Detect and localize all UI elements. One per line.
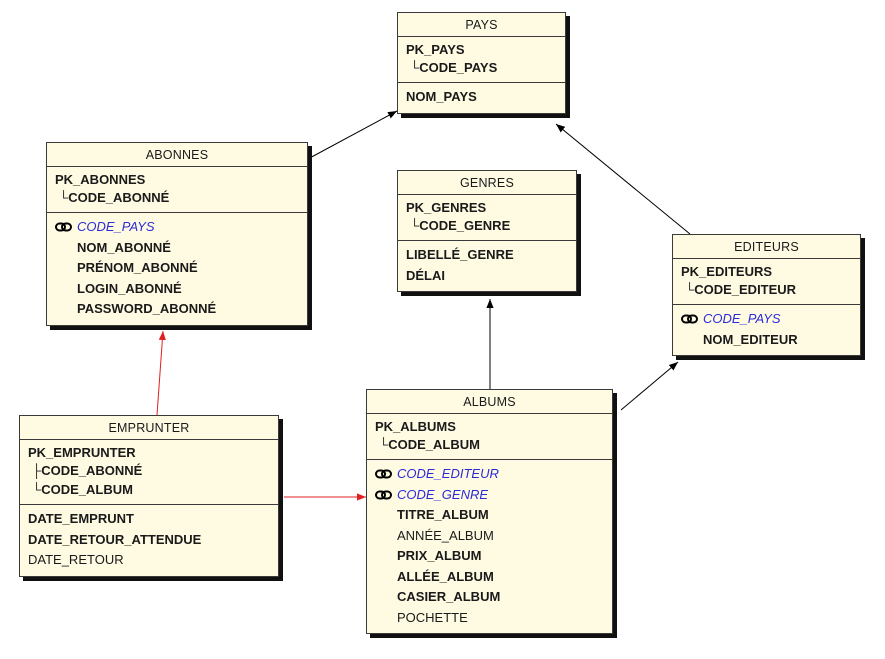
attributes-section: CODE_EDITEUR CODE_GENRE TITRE_ALBUM ANNÉ… xyxy=(367,460,612,633)
link-icon xyxy=(375,469,392,479)
tree-connector-icon: └ xyxy=(410,60,420,75)
attribute: DATE_RETOUR_ATTENDUE xyxy=(28,531,202,547)
primary-key-section: PK_ABONNES └CODE_ABONNÉ xyxy=(47,167,307,213)
attribute: PRÉNOM_ABONNÉ xyxy=(77,260,198,275)
entity-genres[interactable]: GENRES PK_GENRES └CODE_GENRE LIBELLÉ_GEN… xyxy=(397,170,577,292)
attribute: DÉLAI xyxy=(406,267,445,283)
attribute: NOM_EDITEUR xyxy=(703,331,798,347)
tree-connector-icon: └ xyxy=(379,437,389,452)
attributes-section: CODE_PAYS NOM_EDITEUR xyxy=(673,305,860,355)
entity-title: ABONNES xyxy=(47,143,307,167)
attribute: TITRE_ALBUM xyxy=(397,507,489,522)
entity-title: EMPRUNTER xyxy=(20,416,278,440)
link-icon xyxy=(375,490,392,500)
foreign-key-attribute: CODE_EDITEUR xyxy=(375,464,604,485)
primary-key-section: PK_EDITEURS └CODE_EDITEUR xyxy=(673,259,860,305)
attribute: NOM_PAYS xyxy=(406,89,477,104)
tree-connector-icon: └ xyxy=(410,218,420,233)
pk-column: └CODE_GENRE xyxy=(410,218,511,233)
pk-name: PK_PAYS xyxy=(406,42,465,57)
link-icon xyxy=(681,314,698,324)
primary-key-section: PK_ALBUMS └CODE_ALBUM xyxy=(367,414,612,460)
entity-pays[interactable]: PAYS PK_PAYS └CODE_PAYS NOM_PAYS xyxy=(397,12,566,114)
attribute: CASIER_ALBUM xyxy=(397,589,501,604)
foreign-key-attribute: CODE_GENRE xyxy=(375,485,604,506)
attributes-section: CODE_PAYS NOM_ABONNÉ PRÉNOM_ABONNÉ LOGIN… xyxy=(47,213,307,325)
attribute: ANNÉE_ALBUM xyxy=(397,527,494,543)
attribute: POCHETTE xyxy=(397,609,468,625)
tree-connector-icon: └ xyxy=(59,190,69,205)
entity-title: EDITEURS xyxy=(673,235,860,259)
entity-emprunter[interactable]: EMPRUNTER PK_EMPRUNTER ├CODE_ABONNÉ └COD… xyxy=(19,415,279,577)
entity-title: ALBUMS xyxy=(367,390,612,414)
attribute: ALLÉE_ALBUM xyxy=(397,568,494,584)
relation-emprunter-abonnes xyxy=(156,330,166,416)
primary-key-section: PK_PAYS └CODE_PAYS xyxy=(398,37,565,83)
pk-column: └CODE_PAYS xyxy=(410,60,498,75)
pk-name: PK_EDITEURS xyxy=(681,264,773,279)
tree-connector-icon: └ xyxy=(32,482,42,497)
attribute: NOM_ABONNÉ xyxy=(77,239,171,255)
entity-editeurs[interactable]: EDITEURS PK_EDITEURS └CODE_EDITEUR CODE_… xyxy=(672,234,861,356)
foreign-key-attribute: CODE_PAYS xyxy=(55,217,299,238)
pk-column: └CODE_ALBUM xyxy=(379,437,480,452)
pk-column: └CODE_ALBUM xyxy=(32,482,133,497)
entity-title: PAYS xyxy=(398,13,565,37)
pk-name: PK_ALBUMS xyxy=(375,419,456,434)
tree-connector-icon: └ xyxy=(685,282,695,297)
pk-column: └CODE_ABONNÉ xyxy=(59,190,170,205)
entity-albums[interactable]: ALBUMS PK_ALBUMS └CODE_ALBUM CODE_EDITEU… xyxy=(366,389,613,634)
attribute: PRIX_ALBUM xyxy=(397,548,482,563)
pk-column: └CODE_EDITEUR xyxy=(685,282,797,297)
attribute: DATE_EMPRUNT xyxy=(28,511,134,526)
attributes-section: LIBELLÉ_GENRE DÉLAI xyxy=(398,241,576,291)
pk-name: PK_EMPRUNTER xyxy=(28,445,136,460)
link-icon xyxy=(55,222,72,232)
tree-connector-icon: ├ xyxy=(32,463,42,478)
relation-albums-editeurs xyxy=(620,361,679,411)
attribute: DATE_RETOUR xyxy=(28,552,124,567)
pk-column: ├CODE_ABONNÉ xyxy=(32,463,143,478)
relation-editeurs-pays xyxy=(555,123,691,235)
pk-name: PK_ABONNES xyxy=(55,172,146,187)
attribute: LIBELLÉ_GENRE xyxy=(406,247,514,262)
primary-key-section: PK_GENRES └CODE_GENRE xyxy=(398,195,576,241)
primary-key-section: PK_EMPRUNTER ├CODE_ABONNÉ └CODE_ALBUM xyxy=(20,440,278,505)
pk-name: PK_GENRES xyxy=(406,200,487,215)
attribute: PASSWORD_ABONNÉ xyxy=(77,301,217,316)
attributes-section: DATE_EMPRUNT DATE_RETOUR_ATTENDUE DATE_R… xyxy=(20,505,278,576)
foreign-key-attribute: CODE_PAYS xyxy=(681,309,852,330)
attribute: LOGIN_ABONNÉ xyxy=(77,280,182,296)
attributes-section: NOM_PAYS xyxy=(398,83,565,113)
relation-abonnes-pays xyxy=(305,110,398,161)
entity-abonnes[interactable]: ABONNES PK_ABONNES └CODE_ABONNÉ CODE_PAY… xyxy=(46,142,308,326)
entity-title: GENRES xyxy=(398,171,576,195)
